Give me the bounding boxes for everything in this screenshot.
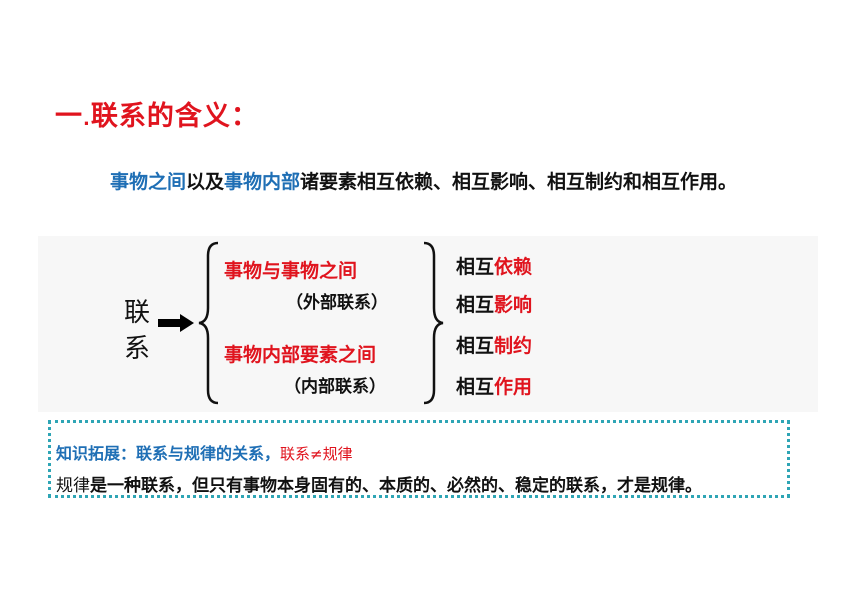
definition-paragraph: 事物之间以及事物内部诸要素相互依赖、相互影响、相互制约和相互作用。 — [60, 166, 760, 198]
relation-highlight: 作用 — [494, 376, 533, 398]
branch-external-sub: （外部联系） — [286, 293, 388, 313]
relation-prefix: 相互 — [456, 294, 495, 316]
definition-connector: 以及 — [186, 171, 225, 193]
knowledge-extension-box — [48, 420, 790, 498]
relation-prefix: 相互 — [456, 256, 495, 278]
branch-internal-main: 事物内部要素之间 — [224, 344, 377, 366]
left-brace-icon — [198, 241, 219, 405]
note-body: 规律是一种联系，但只有事物本身固有的、本质的、必然的、稳定的联系，才是规律。 — [56, 471, 702, 496]
branch-internal-sub: （内部联系） — [284, 377, 386, 397]
note-body-lead: 规律 — [56, 476, 90, 496]
relation-interaction: 相互作用 — [456, 372, 532, 399]
diagram-label-char-1: 联 — [124, 298, 151, 328]
relation-restriction: 相互制约 — [456, 331, 532, 358]
relation-prefix: 相互 — [456, 376, 495, 398]
section-dot: . — [83, 109, 91, 130]
right-arrow-icon — [158, 314, 194, 332]
note-heading-text: 知识拓展：联系与规律的关系， — [56, 444, 281, 463]
section-number: 一 — [55, 101, 83, 132]
relation-prefix: 相互 — [456, 335, 495, 357]
relation-highlight: 制约 — [494, 335, 533, 357]
branch-external-main: 事物与事物之间 — [224, 260, 358, 282]
diagram-label-char-2: 系 — [124, 334, 151, 364]
section-title: 一.联系的含义： — [55, 94, 259, 133]
definition-between-things: 事物之间 — [110, 171, 187, 193]
definition-rest: 诸要素相互依赖、相互影响、相互制约和相互作用。 — [300, 171, 738, 193]
relation-influence: 相互影响 — [456, 290, 532, 317]
note-heading: 知识拓展：联系与规律的关系，联系≠规律 — [56, 440, 353, 464]
relation-highlight: 影响 — [494, 294, 533, 316]
relation-dependence: 相互依赖 — [456, 252, 532, 279]
note-body-rest: 是一种联系，但只有事物本身固有的、本质的、必然的、稳定的联系，才是规律。 — [90, 476, 702, 496]
definition-within-things: 事物内部 — [224, 171, 301, 193]
section-title-text: 联系的含义： — [90, 101, 259, 132]
relation-highlight: 依赖 — [494, 256, 533, 278]
note-handwritten: 联系≠规律 — [280, 445, 353, 463]
right-brace-icon — [423, 241, 444, 405]
